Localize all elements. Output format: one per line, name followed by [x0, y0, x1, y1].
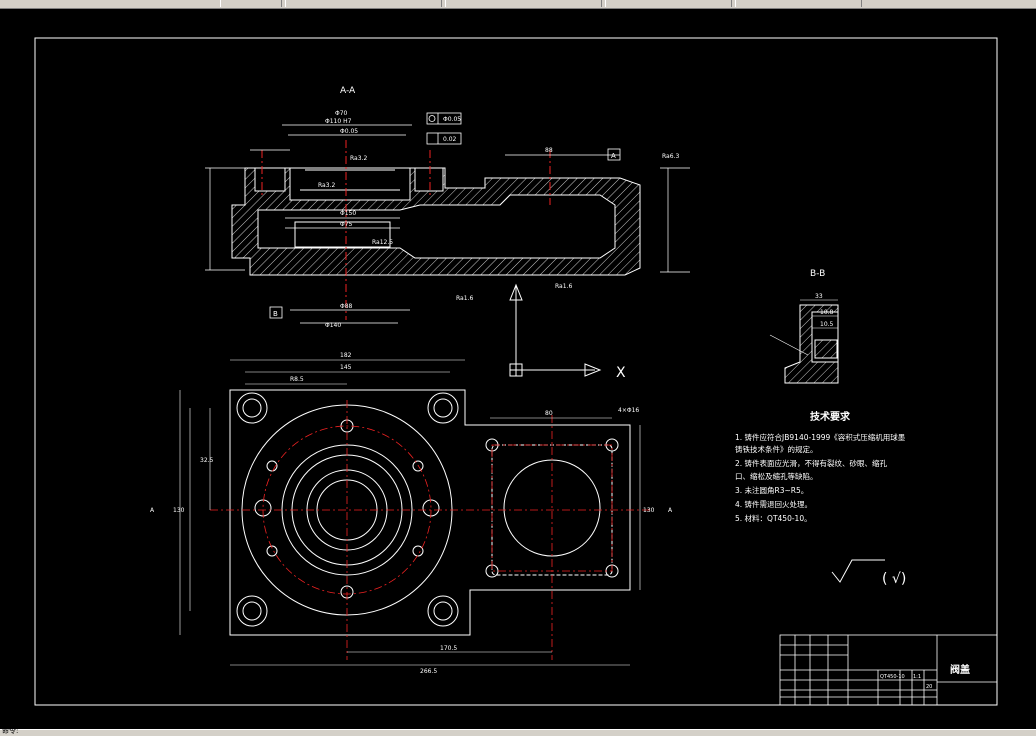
svg-text:Ra1.6: Ra1.6 — [456, 295, 473, 302]
title-part-name: 阀盖 — [950, 663, 970, 676]
title-material: QT450-10 — [880, 674, 905, 680]
svg-text:33: 33 — [815, 293, 823, 300]
section-aa-label: A-A — [340, 86, 356, 96]
svg-text:2. 铸件表面应光滑，不得有裂纹、砂眼、缩孔: 2. 铸件表面应光滑，不得有裂纹、砂眼、缩孔 — [735, 458, 888, 468]
svg-text:Ra3.2: Ra3.2 — [318, 182, 335, 189]
command-prompt[interactable]: 命令: — [2, 727, 19, 735]
toolbar-combo-4[interactable] — [605, 0, 732, 7]
toolbar-combo-2[interactable] — [285, 0, 442, 7]
svg-text:铸铁技术条件》的规定。: 铸铁技术条件》的规定。 — [735, 444, 818, 454]
svg-text:3. 未注圆角R3~R5。: 3. 未注圆角R3~R5。 — [735, 485, 808, 495]
svg-text:A: A — [150, 507, 155, 514]
section-bb-label: B-B — [810, 269, 825, 279]
plan-dimensions — [179, 359, 641, 666]
svg-text:10.5: 10.5 — [820, 321, 834, 328]
svg-text:Φ110 H7: Φ110 H7 — [325, 118, 352, 125]
ucs-icon — [509, 283, 602, 377]
toolbar-strip — [0, 0, 1036, 9]
status-bar — [0, 729, 1036, 736]
svg-text:130: 130 — [173, 507, 185, 514]
section-aa-body — [231, 167, 641, 276]
datum-b: B — [273, 310, 278, 318]
tech-req-lines: 1. 铸件应符合JB9140-1999《容积式压缩机用球墨 铸铁技术条件》的规定… — [735, 432, 906, 523]
svg-text:182: 182 — [340, 352, 352, 359]
plan-view-outline — [229, 389, 631, 636]
aa-dim-text: Φ70 Φ110 H7 Φ0.05 88 Φ150 Φ75 Φ88 Φ140 R… — [318, 110, 679, 329]
svg-text:Ra12.5: Ra12.5 — [372, 239, 393, 246]
tol-value-2: 0.02 — [443, 136, 457, 143]
svg-text:Φ140: Φ140 — [325, 322, 341, 329]
section-bb-body — [784, 304, 839, 384]
svg-text:80: 80 — [545, 410, 553, 417]
svg-text:Φ88: Φ88 — [340, 303, 353, 310]
plan-dim-text: 182 145 R8.5 80 130 32.5 130 266.5 170.5… — [150, 352, 673, 675]
svg-text:88: 88 — [545, 147, 553, 154]
title-scale: 1:1 — [913, 674, 921, 680]
drawing-canvas[interactable] — [2, 9, 1034, 727]
svg-text:170.5: 170.5 — [440, 645, 457, 652]
svg-text:Φ0.05: Φ0.05 — [340, 128, 358, 135]
bb-dimensions — [769, 299, 838, 356]
toolbar-combo-3[interactable] — [445, 0, 602, 7]
bb-dim-text: 33 10.8 10.5 — [815, 293, 834, 328]
svg-text:5. 材料：QT450-10。: 5. 材料：QT450-10。 — [735, 513, 812, 523]
toolbar-combo-5[interactable] — [735, 0, 862, 7]
svg-text:Φ150: Φ150 — [340, 210, 356, 217]
tolerance-frames — [269, 112, 621, 319]
outer-frame — [34, 37, 998, 706]
svg-text:口、缩松及缩孔等缺陷。: 口、缩松及缩孔等缺陷。 — [735, 471, 818, 481]
svg-text:R8.5: R8.5 — [290, 376, 304, 383]
svg-text:4. 铸件需退回火处理。: 4. 铸件需退回火处理。 — [735, 499, 812, 509]
svg-text:Ra3.2: Ra3.2 — [350, 155, 367, 162]
datum-a: A — [611, 152, 616, 160]
tol-value-1: Φ0.05 — [443, 116, 461, 123]
svg-text:32.5: 32.5 — [200, 457, 214, 464]
svg-text:Φ70: Φ70 — [335, 110, 348, 117]
svg-text:1. 铸件应符合JB9140-1999《容积式压缩机用球墨: 1. 铸件应符合JB9140-1999《容积式压缩机用球墨 — [735, 432, 906, 442]
svg-text:Ra6.3: Ra6.3 — [662, 153, 679, 160]
svg-text:A: A — [668, 507, 673, 514]
svg-text:Ra1.6: Ra1.6 — [555, 283, 572, 290]
title-sheet: 20 — [926, 684, 932, 690]
roughness-symbol — [831, 559, 885, 583]
aa-dimensions — [205, 124, 690, 324]
svg-text:Φ75: Φ75 — [340, 221, 353, 228]
title-block — [779, 634, 998, 706]
plan-view-centerlines — [210, 400, 650, 660]
svg-text:266.5: 266.5 — [420, 668, 437, 675]
roughness-note: ( √) — [882, 571, 906, 587]
toolbar-combo-1[interactable] — [220, 0, 282, 7]
ucs-x-label: X — [616, 365, 626, 381]
svg-text:130: 130 — [643, 507, 655, 514]
svg-text:10.8: 10.8 — [820, 309, 834, 316]
svg-text:4×Φ16: 4×Φ16 — [618, 407, 639, 414]
tech-req-title: 技术要求 — [810, 410, 851, 423]
svg-text:145: 145 — [340, 364, 352, 371]
